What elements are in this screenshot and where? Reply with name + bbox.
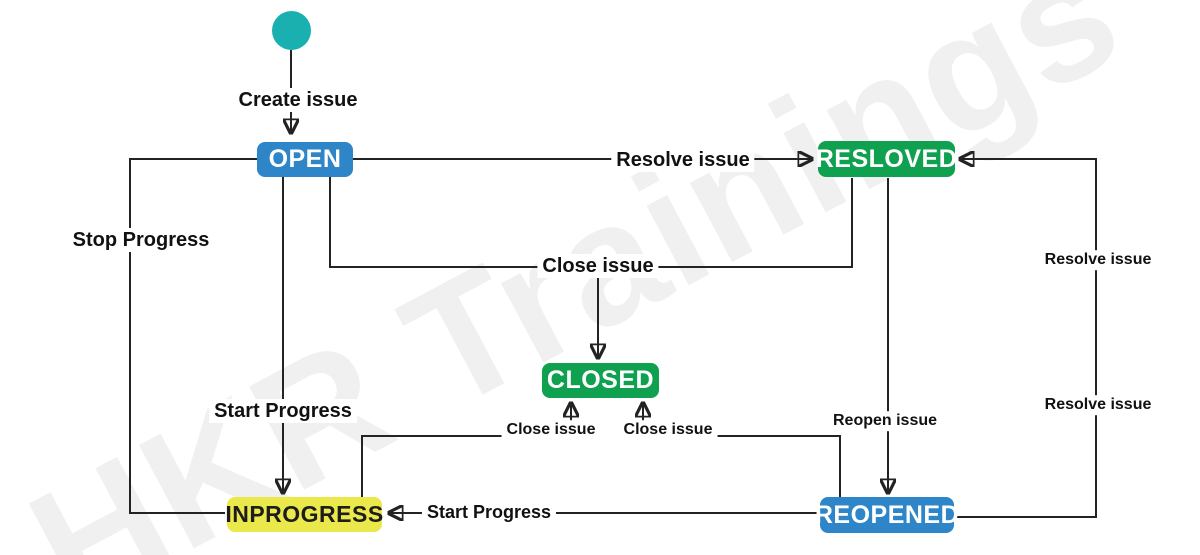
- state-closed: CLOSED: [542, 363, 659, 398]
- edge-inprogress-to-closed-close-issue: [361, 403, 571, 497]
- edge-reopened-to-resolved-resolve-issue: [953, 159, 1097, 518]
- edge-label-close-issue-bottom-right: Close issue: [618, 420, 718, 440]
- state-inprogress: INPROGRESS: [225, 497, 383, 532]
- edge-inprogress-to-open-stop-progress: [129, 158, 257, 514]
- edge-label-resolve-issue-right-lower: Resolve issue: [1039, 395, 1157, 415]
- edge-label-create-issue: Create issue: [233, 88, 363, 112]
- edge-label-stop-progress: Stop Progress: [67, 228, 215, 252]
- edge-label-reopen-issue: Reopen issue: [827, 411, 943, 431]
- edge-label-resolve-issue-right-upper: Resolve issue: [1039, 250, 1157, 270]
- edge-label-start-progress-left: Start Progress: [209, 399, 357, 423]
- edge-label-start-progress-bottom: Start Progress: [421, 502, 557, 524]
- state-resolved: RESLOVED: [816, 141, 957, 177]
- state-open: OPEN: [257, 142, 353, 177]
- edge-reopened-to-closed-close-issue: [643, 403, 841, 497]
- edge-label-close-issue-bottom-left: Close issue: [501, 420, 601, 440]
- edge-label-close-issue-upper: Close issue: [537, 254, 659, 278]
- edge-label-resolve-issue-top: Resolve issue: [611, 148, 755, 172]
- state-reopened: REOPENED: [815, 497, 959, 533]
- start-state-circle: [272, 11, 311, 50]
